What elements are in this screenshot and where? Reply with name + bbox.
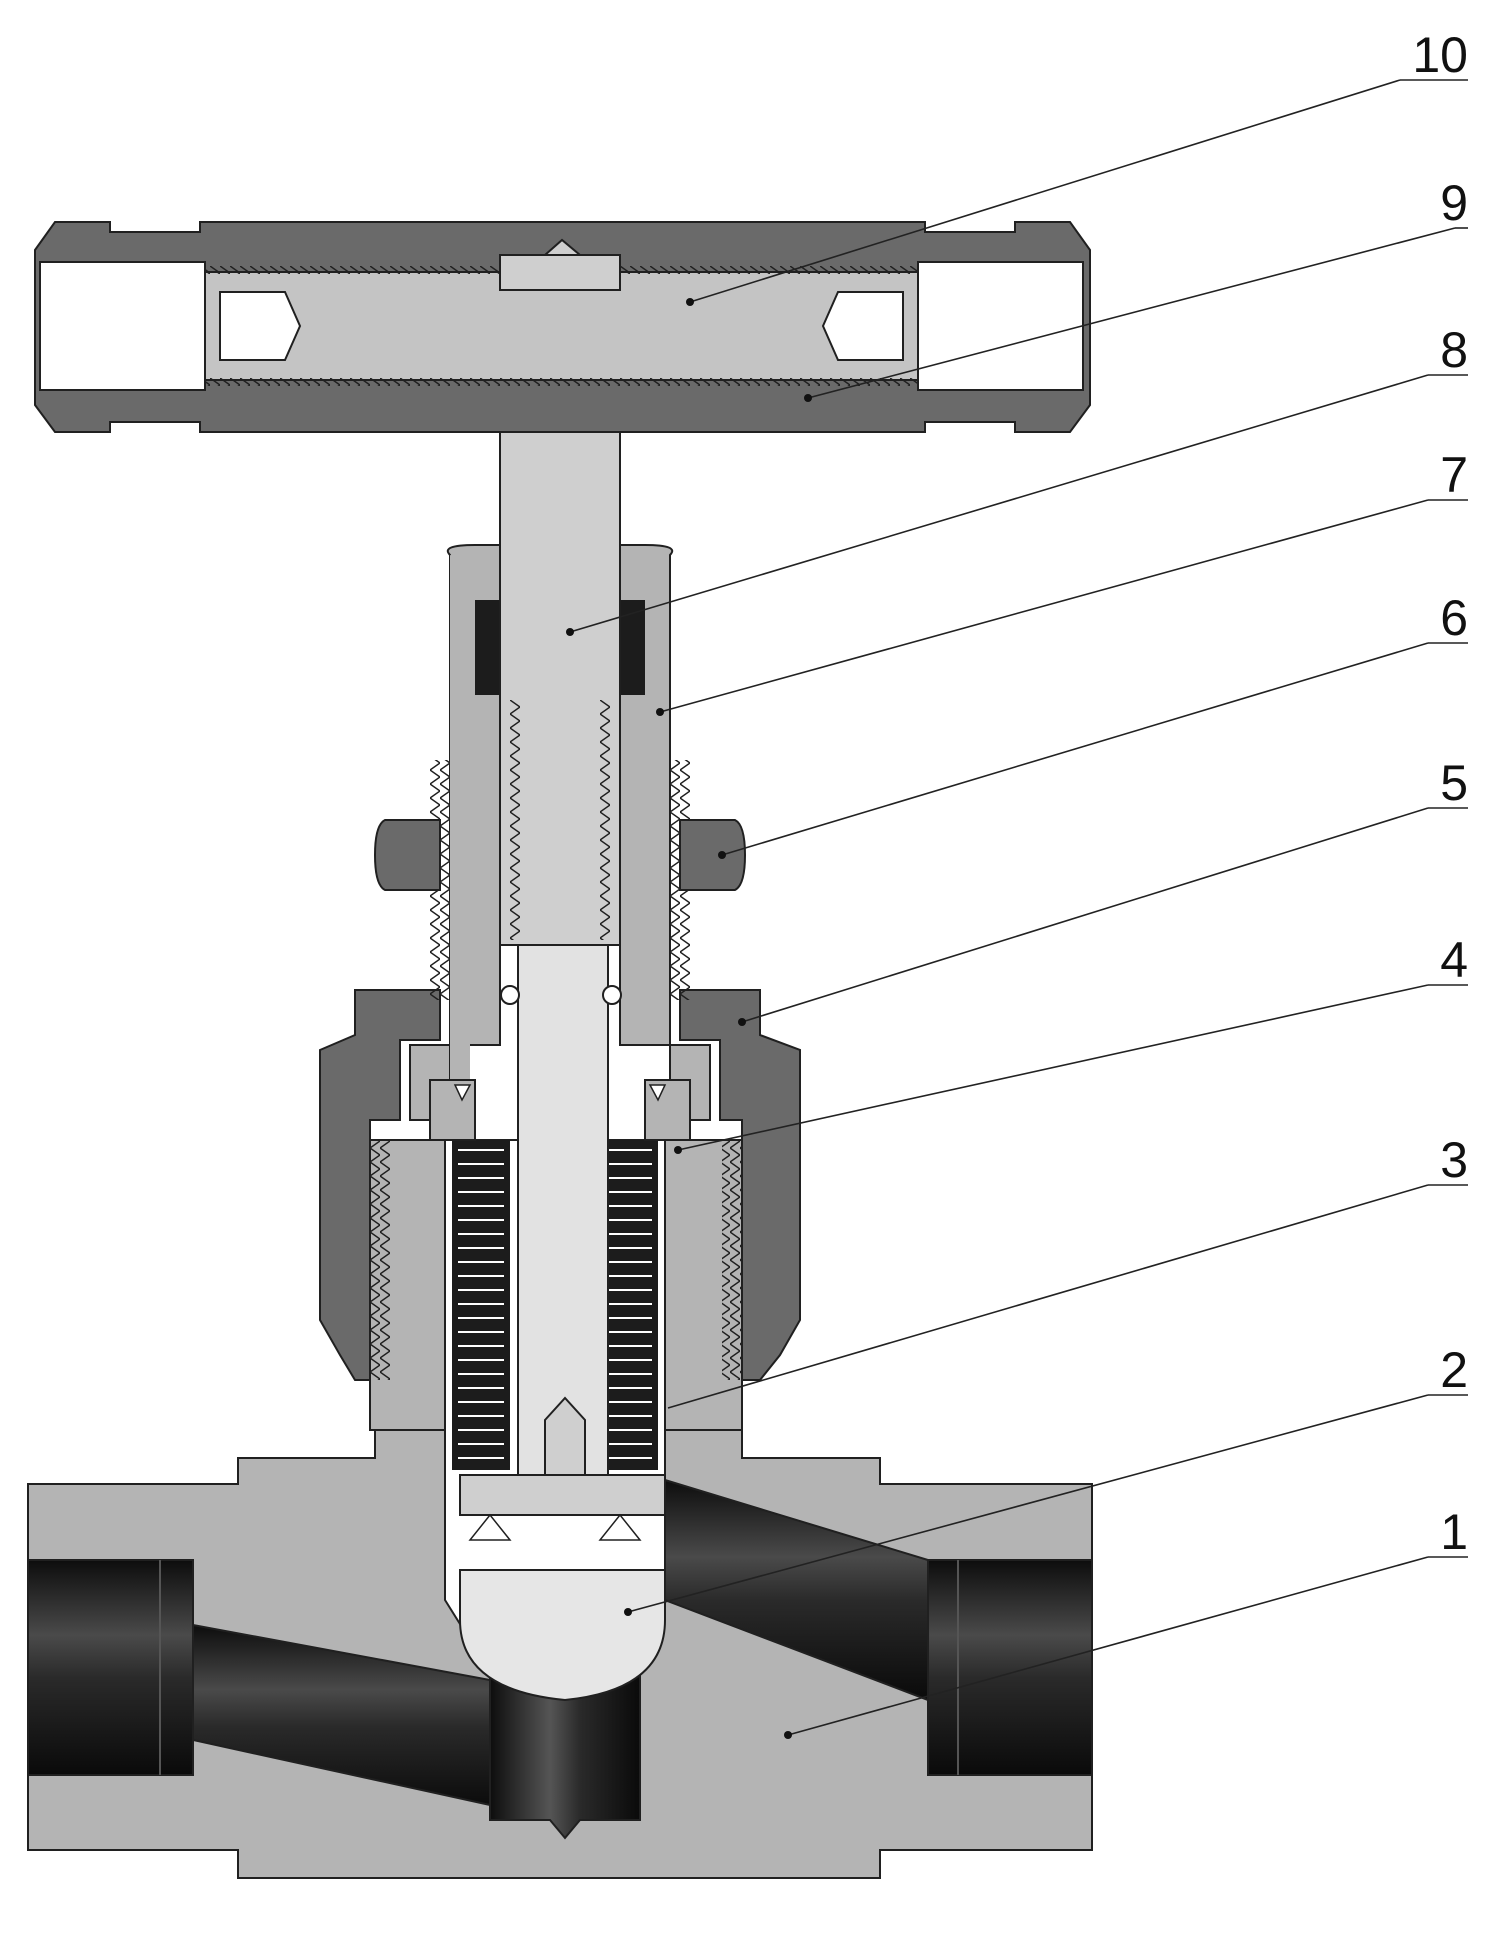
- callout-dot-10: [686, 298, 694, 306]
- handle-insert: [204, 238, 919, 386]
- callout-dot-8: [566, 628, 574, 636]
- stem: [499, 254, 622, 1486]
- packing: [475, 600, 645, 695]
- callout-label-7: 7: [1440, 447, 1468, 503]
- callout-label-6: 6: [1440, 590, 1468, 646]
- bellows: [452, 1140, 658, 1470]
- callout-dot-1: [784, 1731, 792, 1739]
- callout-dot-6: [718, 851, 726, 859]
- callout-dot-7: [656, 708, 664, 716]
- callout-label-4: 4: [1440, 932, 1468, 988]
- callout-label-1: 1: [1440, 1504, 1468, 1560]
- callouts: 10 9 8 7 6 5 4 3 2 1: [566, 27, 1468, 1739]
- lock-nut: [373, 819, 747, 891]
- outlet-port: [664, 1478, 1093, 1776]
- bonnet-nut: [319, 989, 801, 1381]
- seat-bore: [489, 1659, 641, 1840]
- needle-plug: [459, 1474, 666, 1702]
- callout-label-9: 9: [1440, 175, 1468, 231]
- callout-label-10: 10: [1412, 27, 1468, 83]
- callout-label-5: 5: [1440, 755, 1468, 811]
- callout-dot-2: [624, 1608, 632, 1616]
- callout-label-8: 8: [1440, 322, 1468, 378]
- callout-dot-5: [738, 1018, 746, 1026]
- callout-label-3: 3: [1440, 1132, 1468, 1188]
- callout-dot-4: [674, 1146, 682, 1154]
- callout-label-2: 2: [1440, 1342, 1468, 1398]
- spacer-ring: [429, 1079, 691, 1141]
- callout-dot-9: [804, 394, 812, 402]
